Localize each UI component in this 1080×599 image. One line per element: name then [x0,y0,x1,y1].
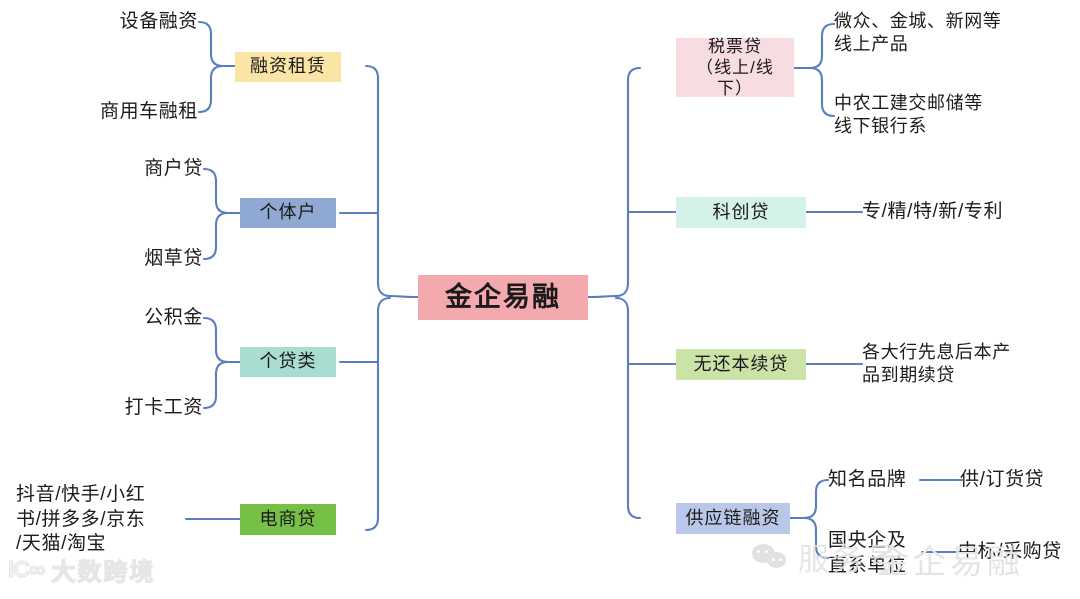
leaf-gongjijin[interactable]: 公积金 [144,307,203,329]
leaf-shanghudai[interactable]: 商户贷 [144,158,203,180]
leaf-zhuanjingtexin[interactable]: 专/精/特/新/专利 [862,201,1004,223]
watermark-account-name: 金企易融 [876,543,1024,580]
branch-node-dianshangdai[interactable]: 电商贷 [240,504,336,535]
leaf-renewal-products[interactable]: 各大行先息后本产 品到期续贷 [862,341,1011,385]
branch-node-gedailei[interactable]: 个贷类 [240,347,336,377]
leaf-ecommerce-platforms[interactable]: 抖音/快手/小红 书/拼多多/京东 /天猫/淘宝 [16,483,146,555]
branch-node-gongyinglianrongzi[interactable]: 供应链融资 [676,503,790,534]
root-node-jinqiyirong[interactable]: 金企易融 [418,275,588,320]
leaf-shebeirongzi[interactable]: 设备融资 [119,11,198,33]
branch-node-shuipiaodai[interactable]: 税票贷 （线上/线下） [676,37,794,98]
brand-watermark-text: 大数跨境 [51,558,156,586]
leaf-zhongbiaocaigoudai[interactable]: 中标/采购贷 [958,541,1062,563]
leaf-yancaodai[interactable]: 烟草贷 [144,248,203,270]
wechat-watermark-text: 服务号 [798,542,900,577]
watermark-dashukuajing: IC∞ 大数跨境 [7,552,156,587]
branch-node-rongzizulin[interactable]: 融资租赁 [235,52,341,82]
leaf-dakagongzi[interactable]: 打卡工资 [124,397,203,419]
leaf-state-owned-enterprises[interactable]: 国央企及 直系单位 [828,530,907,576]
branch-node-wuhuanbenxudai[interactable]: 无还本续贷 [676,349,806,380]
brand-logo-icon: IC∞ [7,556,45,583]
leaf-online-products[interactable]: 微众、金城、新网等 线上产品 [834,10,1002,54]
branch-node-kechuangdai[interactable]: 科创贷 [676,197,806,228]
leaf-zhimingpinpai[interactable]: 知名品牌 [828,469,907,491]
leaf-gongdinghuodai[interactable]: 供/订货贷 [960,469,1045,491]
leaf-offline-banks[interactable]: 中农工建交邮储等 线下银行系 [834,92,983,136]
watermark-wechat: 服务号 [752,534,900,579]
wechat-icon [752,543,790,571]
leaf-shangyongchepronglzu[interactable]: 商用车融租 [99,101,198,123]
branch-node-getihu[interactable]: 个体户 [240,198,336,228]
